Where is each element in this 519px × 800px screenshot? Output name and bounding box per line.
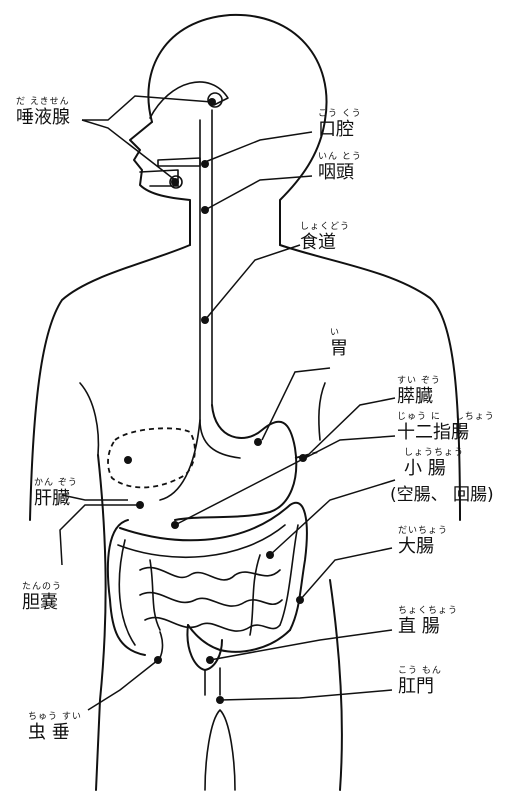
text-gallbladder: 胆嚢 [22,592,58,613]
label-salivary-gland: だ えきせん 唾液腺 [16,97,70,129]
text-large-intestine: 大腸 [398,536,434,557]
oral-structures [139,81,241,459]
leader-lines [59,95,396,711]
stomach-shape [159,404,298,521]
label-large-intestine: だいちょう 大腸 [398,526,448,558]
text-pancreas: 膵臓 [397,386,433,407]
label-gallbladder: たんのう 胆嚢 [22,582,62,614]
text-anus: 肛門 [398,676,434,697]
text-small-intestine-detail: (空腸、 回腸) [390,485,494,505]
label-rectum: ちょくちょう 直 腸 [398,606,458,638]
label-liver: かん ぞう 肝臓 [34,478,78,510]
text-esophagus: 食道 [300,232,336,253]
text-liver: 肝臓 [34,488,70,509]
label-anus: こう もん 肛門 [398,666,442,698]
ruby-small-intestine: しょうちょう [404,448,465,458]
text-small-intestine: 小 腸 [404,458,446,479]
text-pharynx: 咽頭 [318,162,354,183]
ruby-pancreas: すい ぞう [397,376,441,386]
rectum-shape [186,624,223,696]
ruby-large-intestine: だいちょう [398,526,449,536]
label-appendix: ちゅう すい 虫 垂 [28,712,82,744]
text-oral-cavity: 口腔 [318,119,354,140]
ruby-stomach: い [330,328,341,338]
ruby-salivary-gland: だ えきせん [16,97,70,107]
label-stomach: い 胃 [330,328,348,360]
ruby-duodenum: じゅう に しちょう [397,412,495,422]
ruby-appendix: ちゅう すい [28,712,82,722]
label-pancreas: すい ぞう 膵臓 [397,376,441,408]
label-duodenum: じゅう に しちょう 十二指腸 [397,412,495,444]
ruby-esophagus: しょくどう [300,222,351,232]
liver-outline [107,427,196,489]
text-duodenum: 十二指腸 [397,422,469,443]
ruby-rectum: ちょくちょう [398,606,459,616]
pointer-dots [124,98,307,704]
label-small-intestine: しょうちょう 小 腸 (空腸、 回腸) [390,448,494,506]
ruby-anus: こう もん [398,666,442,676]
label-oral-cavity: こう くう 口腔 [318,109,362,141]
text-rectum: 直 腸 [398,616,440,637]
large-intestine-shape [106,502,308,656]
label-pharynx: いん とう 咽頭 [318,152,362,184]
text-appendix: 虫 垂 [28,722,70,743]
ruby-oral-cavity: こう くう [318,109,362,119]
text-salivary-gland: 唾液腺 [16,107,70,128]
ruby-gallbladder: たんのう [22,582,63,592]
ruby-liver: かん ぞう [34,478,78,488]
label-esophagus: しょくどう 食道 [300,222,350,254]
body-outline [29,13,461,791]
small-intestine-coils [139,554,283,636]
text-stomach: 胃 [330,338,348,359]
ruby-pharynx: いん とう [318,152,362,162]
